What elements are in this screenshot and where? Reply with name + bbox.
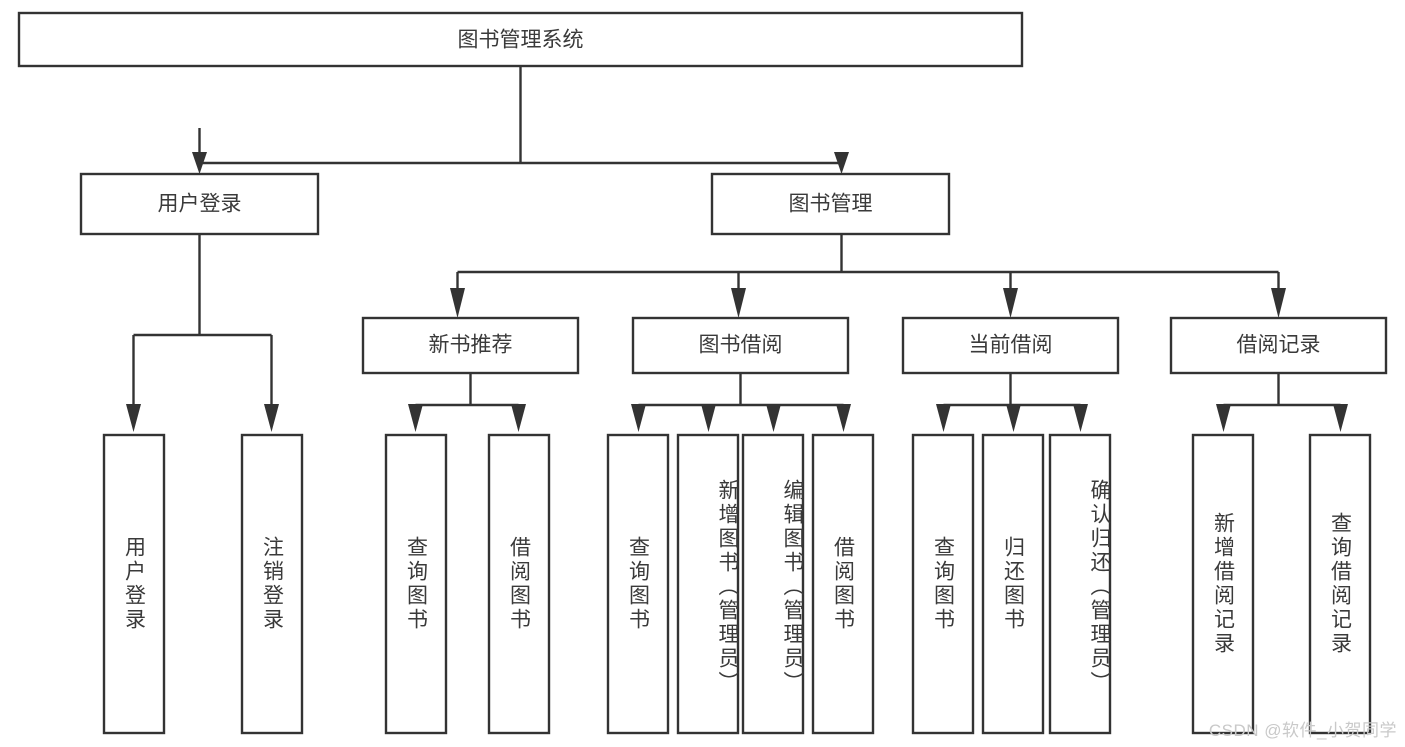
node-leaf-user-login-box[interactable] xyxy=(102,433,166,735)
node-leaf-add-book-box[interactable] xyxy=(676,433,740,735)
arrowhead-record-1 xyxy=(1216,404,1231,432)
node-user-login-label: 用户登录 xyxy=(158,193,242,216)
arrowhead-borrow-3 xyxy=(766,404,781,432)
node-user-login-box[interactable] xyxy=(79,172,320,236)
node-borrow-record-label: 借阅记录 xyxy=(1237,334,1321,357)
node-leaf-confirm-return-box[interactable] xyxy=(1048,433,1112,735)
node-current-borrow-label: 当前借阅 xyxy=(969,334,1053,357)
node-layer: 图书管理系统 用户登录 图书管理 新书推荐 图书借阅 当前借阅 借阅记录 xyxy=(17,11,1388,735)
arrowhead-l2-3 xyxy=(1003,288,1018,318)
node-leaf-borrow-book-1-box[interactable] xyxy=(487,433,551,735)
arrowhead-record-2 xyxy=(1333,404,1348,432)
node-new-book-recommend-box[interactable] xyxy=(361,316,580,375)
arrowhead-borrow-1 xyxy=(631,404,646,432)
node-leaf-query-book-2-box[interactable] xyxy=(606,433,670,735)
arrowhead-userlogin-2 xyxy=(264,404,279,432)
arrowhead-l2-4 xyxy=(1271,288,1286,318)
node-leaf-logout-box[interactable] xyxy=(240,433,304,735)
node-borrow-record-box[interactable] xyxy=(1169,316,1388,375)
node-book-management-label: 图书管理 xyxy=(789,193,873,216)
arrowhead-current-2 xyxy=(1006,404,1021,432)
node-root-box[interactable] xyxy=(17,11,1024,68)
arrowhead-l1-right xyxy=(834,152,849,174)
node-leaf-borrow-book-2-box[interactable] xyxy=(811,433,875,735)
arrowhead-l1-left xyxy=(192,152,207,174)
node-book-borrow-box[interactable] xyxy=(631,316,850,375)
arrowhead-borrow-2 xyxy=(701,404,716,432)
arrowhead-current-1 xyxy=(936,404,951,432)
csdn-watermark: CSDN @软件_小贺同学 xyxy=(1208,721,1397,740)
node-current-borrow-box[interactable] xyxy=(901,316,1120,375)
node-leaf-return-book-box[interactable] xyxy=(981,433,1045,735)
node-leaf-edit-book-box[interactable] xyxy=(741,433,805,735)
node-new-book-recommend-label: 新书推荐 xyxy=(429,334,513,357)
arrowhead-newbook-2 xyxy=(511,404,526,432)
arrowhead-l2-1 xyxy=(450,288,465,318)
node-leaf-query-book-3-box[interactable] xyxy=(911,433,975,735)
arrowhead-newbook-1 xyxy=(408,404,423,432)
arrowhead-userlogin-1 xyxy=(126,404,141,432)
node-leaf-query-record-box[interactable] xyxy=(1308,433,1372,735)
arrowhead-l2-2 xyxy=(731,288,746,318)
node-book-borrow-label: 图书借阅 xyxy=(699,334,783,357)
connector-layer xyxy=(126,66,1348,432)
arrowhead-current-3 xyxy=(1073,404,1088,432)
arrowhead-borrow-4 xyxy=(836,404,851,432)
node-book-management-box[interactable] xyxy=(710,172,951,236)
node-root-label: 图书管理系统 xyxy=(458,29,584,52)
node-leaf-add-record-box[interactable] xyxy=(1191,433,1255,735)
node-leaf-query-book-1-box[interactable] xyxy=(384,433,448,735)
